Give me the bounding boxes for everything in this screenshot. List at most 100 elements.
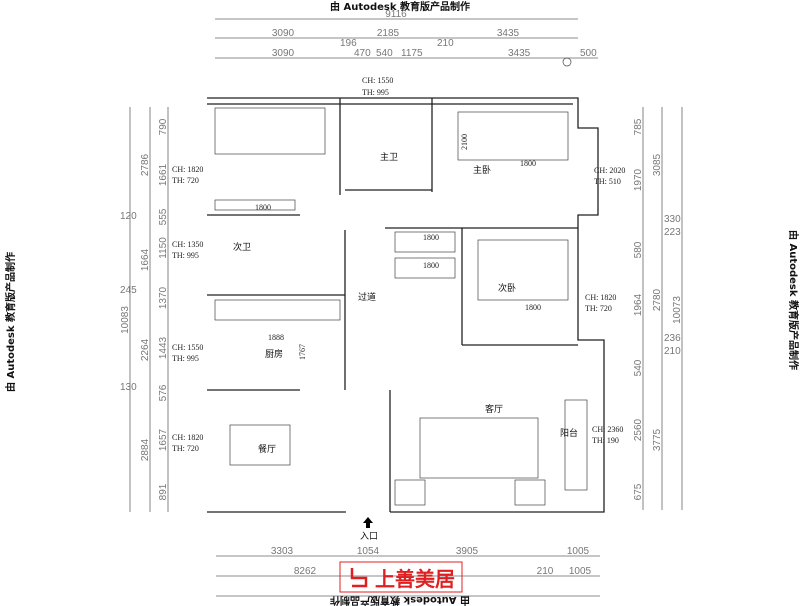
kitchen-dim: 1888 <box>268 333 284 342</box>
walls <box>207 97 605 513</box>
room-balcony: 阳台 <box>560 427 578 439</box>
watermark-bottom: 由 Autodesk 教育版产品制作 <box>330 594 470 606</box>
dim-right: 1970 <box>633 168 644 191</box>
room-dining: 餐厅 <box>258 443 276 455</box>
dim-top: 3435 <box>497 28 520 39</box>
entrance-arrow-icon <box>363 517 373 528</box>
room-master-bedroom: 主卧 <box>473 164 491 176</box>
window-note: CH: 1550 <box>362 76 393 85</box>
room-living: 客厅 <box>485 403 503 415</box>
window-note: TH: 720 <box>172 176 199 185</box>
dim-right: 1964 <box>633 293 644 316</box>
window-note: CH: 1550 <box>172 343 203 352</box>
window-note: TH: 995 <box>362 88 389 97</box>
dim-top: 2185 <box>377 28 400 39</box>
dim-left: 2884 <box>140 438 151 461</box>
window-note: TH: 995 <box>172 251 199 260</box>
window-notes: CH: 1550 TH: 995 CH: 1820 TH: 720 CH: 13… <box>172 76 625 453</box>
dim-right: 330 <box>664 214 681 225</box>
furniture <box>214 107 588 506</box>
dim-right: 675 <box>633 483 644 500</box>
dim-top-total: 9116 <box>385 9 407 20</box>
bed2-dim: 1800 <box>525 303 541 312</box>
top-dimensions: 9116 3090 2185 3435 3090 196 470 540 117… <box>215 9 598 67</box>
dim-left-total: 10083 <box>120 306 131 334</box>
dim-right: 210 <box>664 346 681 357</box>
room-labels: 主卫 主卧 次卫 过道 次卧 厨房 餐厅 客厅 阳台 入口 <box>233 151 578 542</box>
dim-right: 236 <box>664 333 681 344</box>
dim-left: 555 <box>158 208 169 225</box>
dim-left: 1443 <box>158 336 169 359</box>
dim-left: 1657 <box>158 428 169 451</box>
dim-left: 2786 <box>140 153 151 176</box>
dim-right: 2780 <box>652 288 663 311</box>
bed1-length-dim: 2100 <box>460 134 469 150</box>
dim-left: 1150 <box>158 237 169 259</box>
dim-left: 2264 <box>140 338 151 361</box>
room-second-bath: 次卫 <box>233 241 251 253</box>
window-note: CH: 2360 <box>592 425 623 434</box>
dim-right: 3775 <box>652 428 663 451</box>
dim-right-total: 10073 <box>672 296 683 324</box>
dim-top: 540 <box>376 48 393 59</box>
bed1-dim: 1800 <box>520 159 536 168</box>
dim-left: 1370 <box>158 286 169 309</box>
right-dimensions: 10073 3085 330 223 2780 236 210 3775 785… <box>633 107 683 510</box>
room-corridor: 过道 <box>358 291 376 303</box>
dim-right: 785 <box>633 118 644 135</box>
dim-top: 500 <box>580 48 597 59</box>
dim-top: 3435 <box>508 48 531 59</box>
room-second-bedroom: 次卧 <box>498 282 516 294</box>
window-note: CH: 1820 <box>585 293 616 302</box>
window-note: CH: 1820 <box>172 165 203 174</box>
window-note: CH: 1350 <box>172 240 203 249</box>
logo: 上善美居 <box>339 561 463 593</box>
left-dimensions: 10083 2786 120 1664 245 2264 130 2884 79… <box>120 107 169 512</box>
dim-left: 130 <box>120 382 137 393</box>
room-kitchen: 厨房 <box>265 348 283 360</box>
logo-text: 上善美居 <box>375 567 455 591</box>
desk-dim: 1800 <box>255 203 271 212</box>
window-note: TH: 720 <box>172 444 199 453</box>
dim-left: 790 <box>158 118 169 135</box>
dim-top: 3090 <box>272 48 295 59</box>
dim-left: 1664 <box>140 248 151 271</box>
window-note: CH: 2020 <box>594 166 625 175</box>
dim-bottom: 1005 <box>569 566 592 577</box>
cabinet1-dim: 1800 <box>423 233 439 242</box>
dim-right: 2560 <box>633 418 644 441</box>
dim-bottom: 1054 <box>357 546 380 557</box>
dim-left: 576 <box>158 384 169 401</box>
kitchen-height-dim: 1767 <box>298 344 307 360</box>
room-master-bath: 主卫 <box>380 151 398 163</box>
watermark-right: 由 Autodesk 教育版产品制作 <box>787 230 800 370</box>
window-note: CH: 1820 <box>172 433 203 442</box>
dim-bottom: 3303 <box>271 546 294 557</box>
dim-bottom: 3905 <box>456 546 479 557</box>
dim-right: 540 <box>633 359 644 376</box>
dim-right: 3085 <box>652 153 663 176</box>
dim-top: 196 <box>340 38 357 49</box>
cabinet2-dim: 1800 <box>423 261 439 270</box>
window-note: TH: 720 <box>585 304 612 313</box>
window-note: TH: 995 <box>172 354 199 363</box>
dim-left: 245 <box>120 285 137 296</box>
dim-top: 210 <box>437 38 454 49</box>
watermark-top: 由 Autodesk 教育版产品制作 <box>330 0 470 13</box>
bottom-dimensions: 3303 1054 3905 1005 8262 210 1005 <box>216 546 600 597</box>
dim-bottom: 210 <box>537 566 554 577</box>
dim-left: 1661 <box>158 163 169 186</box>
window-note: TH: 190 <box>592 436 619 445</box>
dim-top: 1175 <box>401 48 423 59</box>
dim-right: 580 <box>633 241 644 258</box>
dim-top: 3090 <box>272 28 295 39</box>
dim-top: 470 <box>354 48 371 59</box>
dim-left: 891 <box>158 483 169 500</box>
window-note: TH: 510 <box>594 177 621 186</box>
room-entrance: 入口 <box>360 531 378 542</box>
dim-left: 120 <box>120 211 137 222</box>
dim-bottom: 1005 <box>567 546 590 557</box>
dim-bottom: 8262 <box>294 566 317 577</box>
watermark-left: 由 Autodesk 教育版产品制作 <box>4 252 17 392</box>
